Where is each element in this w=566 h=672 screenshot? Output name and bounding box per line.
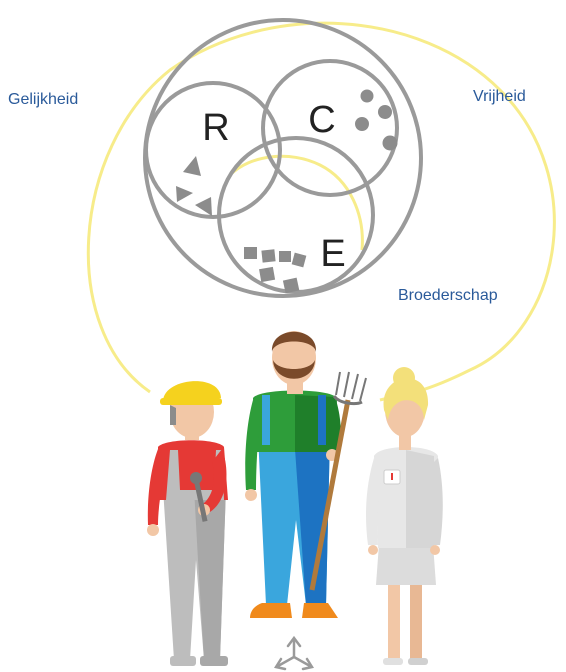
triangle-shape [195,197,212,216]
square-shape [244,247,257,259]
set-c-label: C [308,99,335,141]
tri-arrow-icon [274,635,314,671]
label-gelijkheid: Gelijkheid [8,91,78,108]
square-shape [291,252,307,268]
triangle-shapes [176,156,212,216]
blonde-hair [383,378,429,420]
construction-worker-figure [147,381,228,666]
dot-shape [355,117,369,131]
beard [273,360,315,379]
circle-c [261,59,399,197]
set-e-label: E [320,233,345,275]
dot-shape [360,89,374,103]
pitchfork-icon [309,371,367,591]
label-vrijheid: Vrijheid [473,88,526,105]
office-worker-figure [366,367,443,665]
set-r-label: R [202,107,229,149]
wrench-icon [190,472,208,522]
circle-e [217,136,375,294]
square-shapes [244,247,307,294]
hard-hat-icon [162,381,221,402]
name-badge-icon [383,469,401,485]
square-shape [259,266,276,283]
dot-shapes [355,89,398,151]
farmer-figure [245,331,367,618]
triangle-shape [176,186,193,202]
triangle-shape [183,156,201,176]
square-shape [279,251,291,262]
label-broederschap: Broederschap [398,287,498,304]
square-shape [282,277,300,294]
square-shape [261,249,276,263]
venn-diagram: R C E [143,18,423,298]
dot-shape [378,105,392,119]
halo-spiral [86,21,556,402]
circle-r [144,81,282,219]
dot-shape [382,135,398,151]
